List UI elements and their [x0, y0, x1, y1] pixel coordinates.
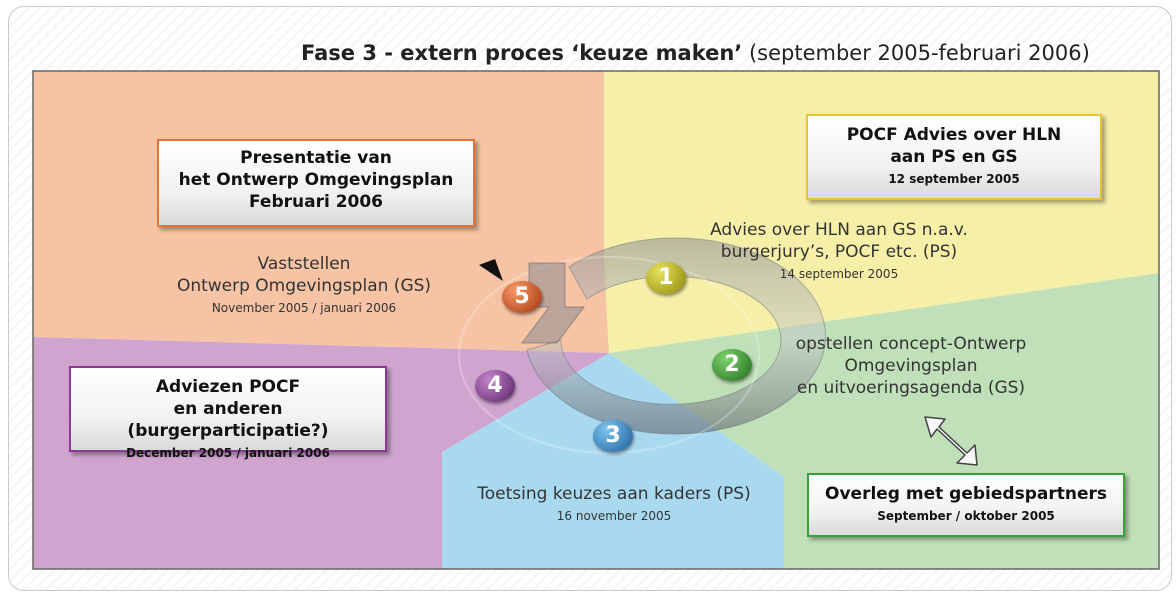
step-3-badge: 3: [593, 420, 633, 452]
step-5-line-2: Ontwerp Omgevingsplan (GS): [176, 276, 432, 296]
step-1-date: 14 september 2005: [779, 267, 899, 281]
double-arrow-icon: [924, 416, 978, 466]
step-1-badge: 1: [646, 262, 686, 294]
step-2-line-3: en uitvoeringsagenda (GS): [796, 378, 1026, 398]
box-presentatie-line-1: Presentatie van: [240, 148, 392, 168]
title-main: Fase 3 - extern proces ‘keuze maken’: [301, 41, 743, 65]
step-2-badge: 2: [712, 349, 752, 381]
box-pocf-advies: POCF Advies over HLN aan PS en GS 12 sep…: [806, 114, 1102, 200]
step-2-line-2: Omgevingsplan: [844, 356, 978, 376]
box-presentatie-line-3: Februari 2006: [248, 192, 384, 212]
step-3-date: 16 november 2005: [556, 509, 672, 523]
step-4-badge: 4: [475, 370, 515, 402]
step-1-label: Advies over HLN aan GS n.a.v. burgerjury…: [689, 219, 989, 281]
box-overleg-date: September / oktober 2005: [877, 509, 1055, 523]
cycle-arrow: [479, 259, 585, 344]
region-blue: [442, 353, 784, 569]
step-5-badge: 5: [502, 281, 542, 313]
step-2-line-1: opstellen concept-Ontwerp: [795, 334, 1027, 354]
title-period: (september 2005-februari 2006): [748, 41, 1090, 65]
box-adviezen-date: December 2005 / januari 2006: [126, 446, 330, 460]
box-overleg-line-1: Overleg met gebiedspartners: [825, 484, 1107, 504]
step-5-label: Vaststellen Ontwerp Omgevingsplan (GS) N…: [154, 253, 454, 315]
step-1-line-2: burgerjury’s, POCF etc. (PS): [720, 242, 958, 262]
step-5-line-1: Vaststellen: [257, 254, 351, 274]
diagram-title: Fase 3 - extern proces ‘keuze maken’ (se…: [301, 41, 1161, 65]
box-presentatie: Presentatie van het Ontwerp Omgevingspla…: [157, 139, 475, 227]
step-3-label: Toetsing keuzes aan kaders (PS) 16 novem…: [449, 483, 779, 523]
box-adviezen-line-2: en anderen (burgerparticipatie?): [127, 399, 329, 441]
cycle-ring: [458, 237, 826, 454]
diagram-frame: Fase 3 - extern proces ‘keuze maken’ (se…: [8, 6, 1172, 591]
box-pocf-advies-date: 12 september 2005: [888, 172, 1020, 186]
box-overleg: Overleg met gebiedspartners September / …: [807, 473, 1125, 537]
box-pocf-advies-line-1: POCF Advies over HLN: [846, 125, 1062, 145]
step-2-label: opstellen concept-Ontwerp Omgevingsplan …: [761, 333, 1061, 399]
box-presentatie-line-2: het Ontwerp Omgevingsplan: [178, 170, 454, 190]
box-adviezen-line-1: Adviezen POCF: [155, 377, 301, 397]
step-1-line-1: Advies over HLN aan GS n.a.v.: [710, 220, 968, 240]
step-5-date: November 2005 / januari 2006: [211, 301, 397, 315]
box-adviezen: Adviezen POCF en anderen (burgerparticip…: [69, 366, 387, 460]
regions-border: [32, 70, 1160, 570]
box-pocf-advies-line-2: aan PS en GS: [890, 147, 1018, 167]
step-3-line-1: Toetsing keuzes aan kaders (PS): [477, 484, 751, 504]
